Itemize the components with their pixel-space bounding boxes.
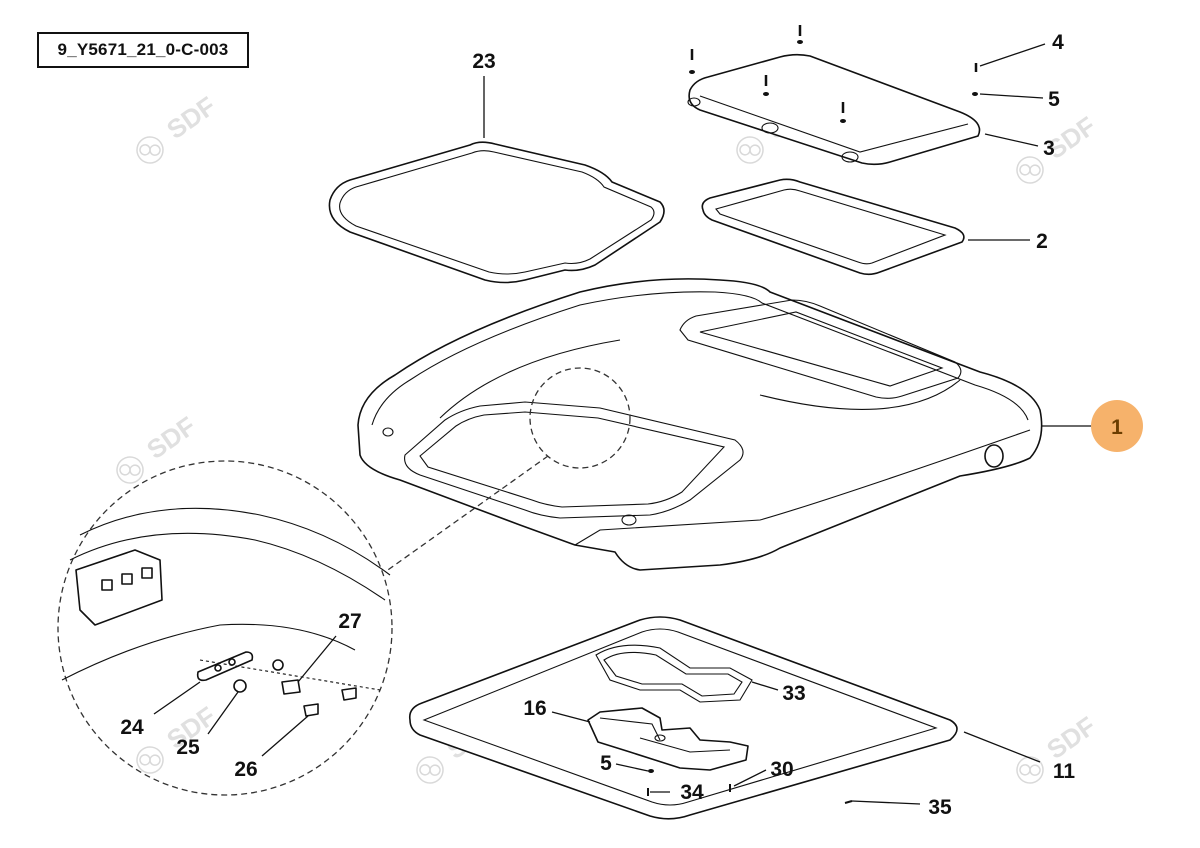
watermark-logo bbox=[416, 756, 444, 784]
washer-icon bbox=[648, 769, 654, 773]
detail-magnified-circle bbox=[57, 460, 393, 796]
callout-27[interactable]: 27 bbox=[338, 610, 361, 633]
detail-source-circle bbox=[529, 367, 631, 469]
watermark-text: SDF bbox=[161, 91, 221, 145]
callout-25[interactable]: 25 bbox=[176, 736, 200, 759]
detail-hinge-assembly bbox=[61, 507, 391, 717]
watermark-text: SDF bbox=[1041, 711, 1101, 765]
watermark-text: SDF bbox=[141, 411, 201, 465]
callout-11[interactable]: 11 bbox=[1053, 760, 1076, 783]
screw-icon bbox=[840, 102, 846, 123]
callout-2[interactable]: 2 bbox=[1036, 230, 1048, 253]
callout-3[interactable]: 3 bbox=[1043, 137, 1055, 160]
part-23-seal bbox=[328, 141, 665, 284]
callout-34[interactable]: 34 bbox=[680, 781, 704, 804]
bolt-icon bbox=[341, 687, 357, 701]
callout-23[interactable]: 23 bbox=[472, 50, 495, 73]
callout-5[interactable]: 5 bbox=[1048, 88, 1060, 111]
small-parts bbox=[647, 769, 853, 804]
screw-icon bbox=[797, 25, 803, 44]
part-2-gasket bbox=[701, 178, 965, 276]
watermark-logo bbox=[1016, 156, 1044, 184]
callout-33[interactable]: 33 bbox=[782, 682, 805, 705]
detail-connector-line bbox=[384, 455, 549, 573]
callout-5-bottom[interactable]: 5 bbox=[600, 752, 612, 775]
screw-icon bbox=[763, 75, 769, 96]
watermark-logo bbox=[136, 746, 164, 774]
callout-35[interactable]: 35 bbox=[928, 796, 952, 819]
document-id-text: 9_Y5671_21_0-C-003 bbox=[57, 40, 229, 59]
part-1-roof-shell bbox=[357, 278, 1043, 571]
callout-30[interactable]: 30 bbox=[770, 758, 793, 781]
part-16-bracket bbox=[587, 707, 749, 771]
callout-1[interactable]: 1 bbox=[1111, 416, 1123, 439]
clip-icon bbox=[844, 800, 853, 804]
watermark-logo bbox=[136, 136, 164, 164]
callout-4[interactable]: 4 bbox=[1052, 31, 1064, 54]
detail-callout bbox=[57, 367, 631, 796]
bolt-icon bbox=[303, 703, 319, 717]
callout-26[interactable]: 26 bbox=[234, 758, 257, 781]
bushing-icon bbox=[281, 679, 301, 695]
callout-labels: 23 4 5 3 2 1 27 24 25 26 33 16 5 30 34 1… bbox=[120, 31, 1123, 819]
screw-fasteners bbox=[689, 25, 978, 123]
washer-icon bbox=[972, 92, 978, 96]
highlight-bubble bbox=[1091, 400, 1143, 452]
leader-lines bbox=[153, 43, 1098, 805]
watermark-logo bbox=[116, 456, 144, 484]
callout-24[interactable]: 24 bbox=[120, 716, 144, 739]
part-11-bottom-seal bbox=[408, 616, 958, 820]
screw-icon bbox=[689, 49, 695, 74]
washer-icon bbox=[272, 659, 284, 671]
washer-icon bbox=[233, 679, 247, 693]
part-3-cover-plate bbox=[687, 53, 981, 166]
watermark-logo bbox=[1016, 756, 1044, 784]
part-33-wire-frame bbox=[595, 644, 753, 703]
callout-16[interactable]: 16 bbox=[523, 697, 546, 720]
watermark-logo bbox=[736, 136, 764, 164]
document-id-box: 9_Y5671_21_0-C-003 bbox=[37, 32, 249, 68]
